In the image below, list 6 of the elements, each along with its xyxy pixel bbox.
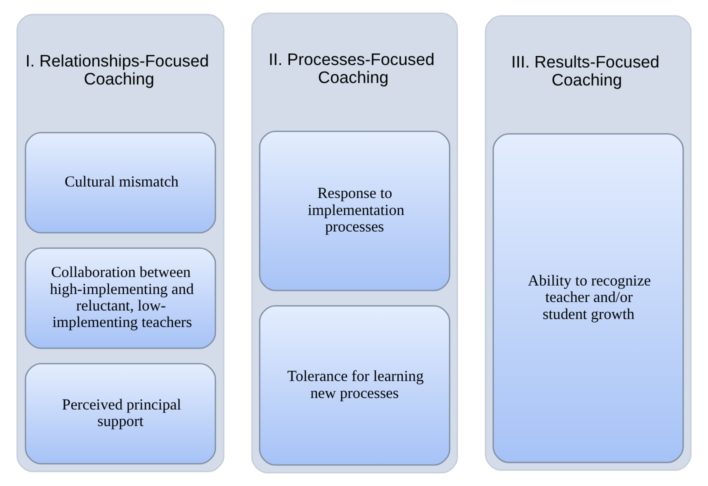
- node-box: Cultural mismatch: [24, 132, 216, 234]
- node-box: Tolerance for learning new processes: [259, 305, 450, 466]
- node-box: Response to implementation processes: [259, 130, 450, 292]
- node-box: Collaboration between high-implementing and reluctant, low-implementing teachers: [24, 248, 216, 349]
- node-box: Perceived principal support: [24, 362, 216, 464]
- node-box: Ability to recognize teacher and/or student growth: [492, 133, 684, 464]
